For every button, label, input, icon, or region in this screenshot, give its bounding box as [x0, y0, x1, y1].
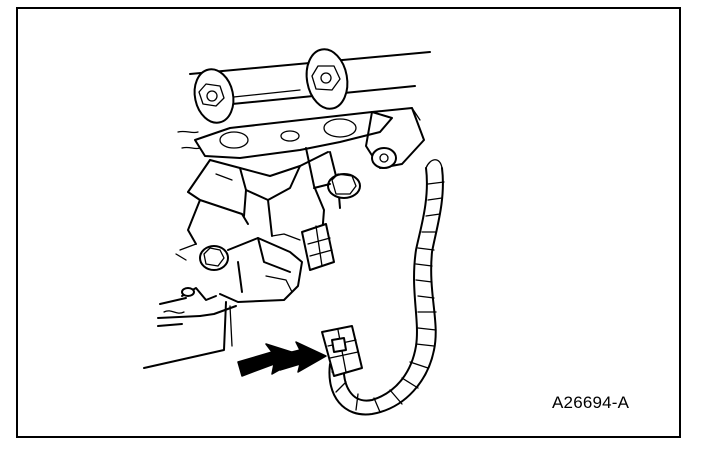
- engine-assembly: [143, 48, 431, 369]
- pointer-arrows: [237, 341, 327, 377]
- harness-connector: [321, 325, 363, 377]
- wiring-harness: [328, 159, 445, 416]
- figure-id-label: A26694-A: [552, 393, 630, 412]
